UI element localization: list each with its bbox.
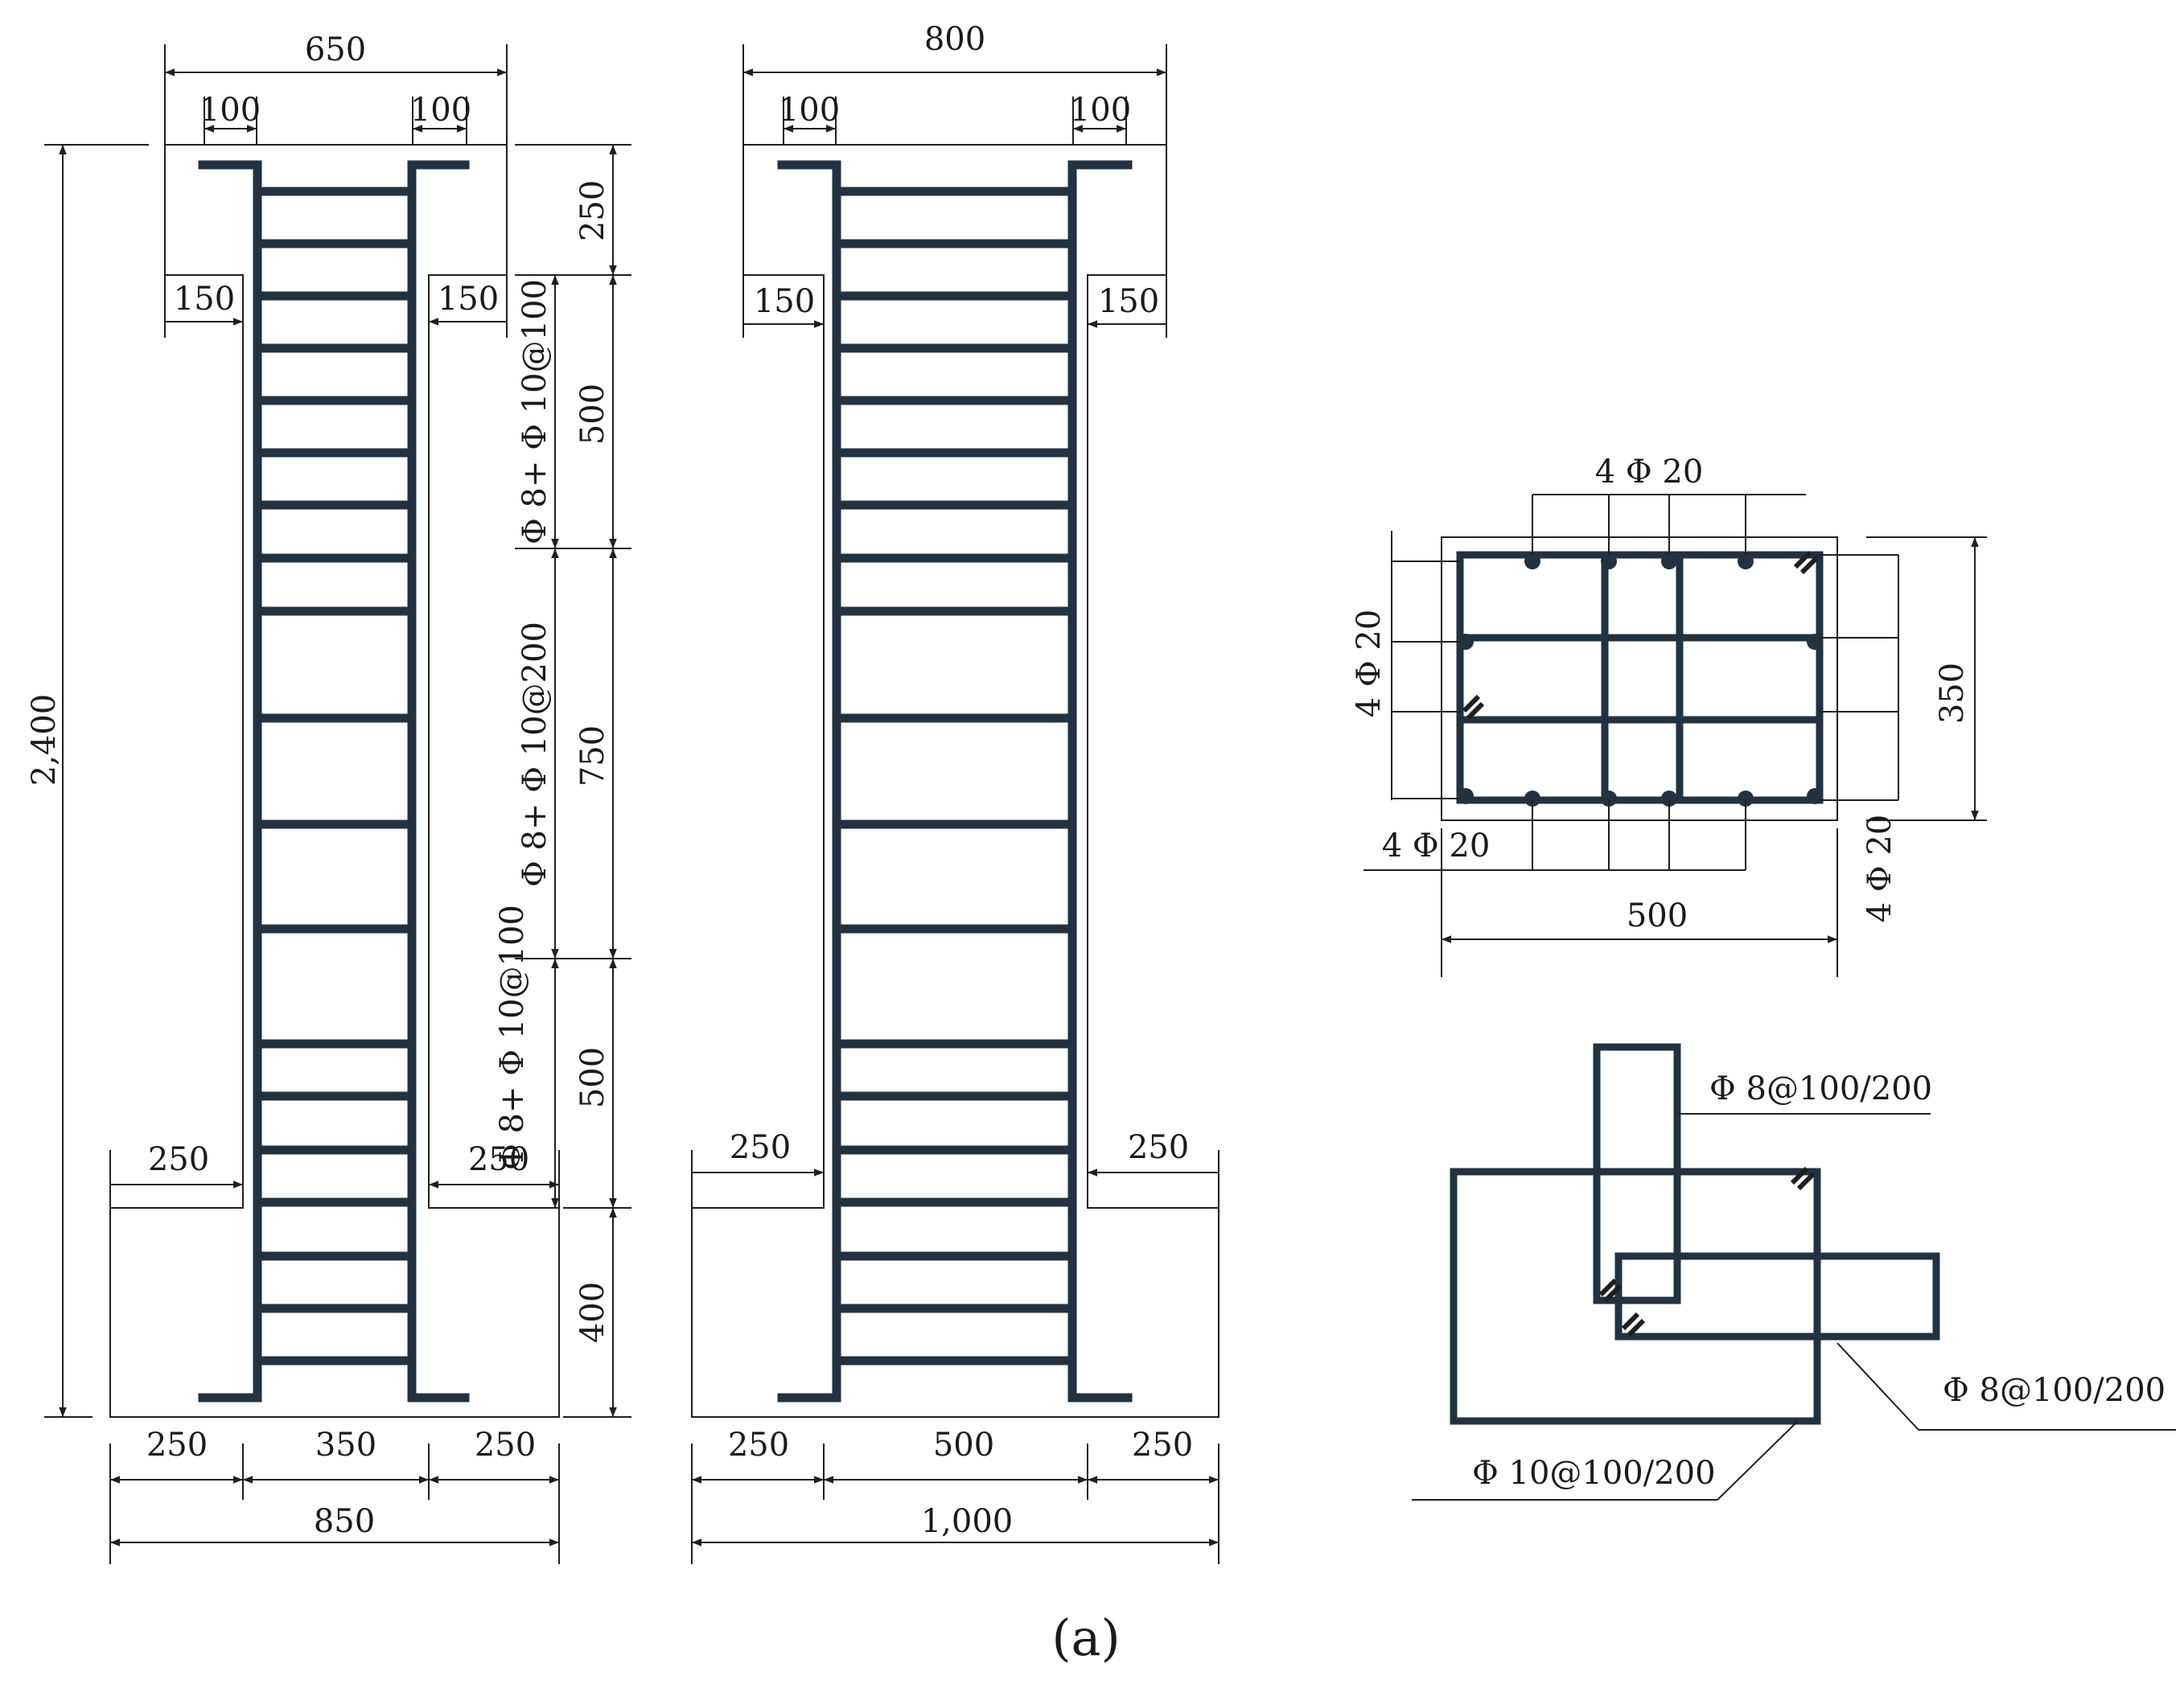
- section-bar-11: [1807, 788, 1823, 804]
- specimen-left-rebar-right: [407, 160, 470, 1403]
- specimen-right-rebar-left: [777, 160, 841, 1403]
- dim-cap-height: 250: [574, 180, 611, 241]
- dim-zone-mid-length: 750: [574, 725, 611, 787]
- section-bar-12: [1458, 788, 1474, 804]
- dim-top-width: 650: [305, 31, 366, 68]
- specimen-left-stirrups: [253, 187, 417, 1366]
- figure-label: (a): [1051, 1608, 1120, 1667]
- section-bar-10: [1807, 634, 1823, 650]
- specimen-left-dimensions: 650 100 100 150 150 2,400: [26, 31, 631, 1564]
- dim-zone-bot-length: 500: [574, 1047, 611, 1108]
- dim-cap-left-step: 150: [174, 281, 235, 318]
- label-horizontal-tie: Φ 8@100/200: [1943, 1372, 2165, 1409]
- section-outer-hoop: [1456, 551, 1824, 804]
- dim-top-right-offset: 100: [1070, 92, 1131, 129]
- stirrup-detail: Φ 8@100/200 Φ 8@100/200 Φ 10@100/200: [1412, 1043, 2176, 1501]
- section-bar-6: [1601, 791, 1617, 807]
- dim-section-height: 350: [1934, 663, 1971, 724]
- dim-bottom-total: 850: [314, 1503, 375, 1540]
- dim-bottom-total: 1,000: [921, 1503, 1014, 1540]
- section-hook-top-right: [1793, 550, 1819, 575]
- label-top-bars: 4 Φ 20: [1595, 454, 1704, 491]
- label-bottom-bars: 4 Φ 20: [1382, 828, 1491, 865]
- label-zone-mid-stirrups: Φ 8+ Φ 10@200: [516, 622, 553, 887]
- specimen-right-dimensions: 800 100 100 150 150 250 250: [691, 21, 1220, 1564]
- specimen-right-concrete-outline: [691, 144, 1220, 1418]
- specimen-left: 650 100 100 150 150 2,400: [26, 31, 631, 1564]
- section-concrete-outline: [1441, 536, 1838, 821]
- section-bar-2: [1601, 553, 1617, 569]
- section-bar-4: [1738, 553, 1754, 569]
- label-vertical-tie: Φ 8@100/200: [1709, 1070, 1932, 1107]
- dim-bottom-right: 250: [475, 1427, 536, 1464]
- specimen-left-concrete-outline: [109, 144, 560, 1418]
- cross-section: 4 Φ 20 4 Φ 20 4 Φ 20 4 Φ 20: [1351, 454, 1987, 977]
- dim-zone-top-length: 500: [574, 384, 611, 445]
- dim-cap-left-step: 150: [754, 283, 815, 320]
- dim-bottom-left: 250: [146, 1427, 208, 1464]
- dim-top-left-offset: 100: [199, 92, 261, 129]
- dim-top-left-offset: 100: [779, 92, 840, 129]
- section-bar-8: [1738, 791, 1754, 807]
- label-outer-hoop: Φ 10@100/200: [1472, 1455, 1716, 1492]
- section-bar-3: [1661, 553, 1677, 569]
- dim-cap-right-step: 150: [438, 281, 499, 318]
- section-longitudinal-bars: [1458, 553, 1823, 807]
- section-hook-left: [1462, 694, 1485, 721]
- dim-total-height: 2,400: [26, 694, 63, 787]
- dim-base-left-step: 250: [730, 1129, 791, 1166]
- dim-base-right-step: 250: [468, 1141, 529, 1178]
- detail-horizontal-tie: [1614, 1252, 1940, 1341]
- section-bar-1: [1524, 553, 1540, 569]
- label-zone-bot-stirrups: Φ 8+ Φ 10@100: [494, 905, 531, 1170]
- dim-cap-right-step: 150: [1098, 283, 1159, 320]
- dim-top-width: 800: [924, 21, 985, 58]
- specimen-left-rebar-left: [198, 160, 262, 1403]
- section-bar-7: [1661, 791, 1677, 807]
- specimen-right-stirrups: [832, 187, 1077, 1366]
- dim-section-width: 500: [1627, 897, 1688, 934]
- stirrup-detail-labels: Φ 8@100/200 Φ 8@100/200 Φ 10@100/200: [1412, 1070, 2176, 1501]
- detail-outer-hoop: [1450, 1168, 1821, 1425]
- detail-hook-horizontal: [1621, 1312, 1646, 1337]
- section-bar-9: [1458, 634, 1474, 650]
- label-zone-top-stirrups: Φ 8+ Φ 10@100: [516, 279, 553, 544]
- detail-hook-outer: [1790, 1166, 1816, 1191]
- dim-base-left-step: 250: [148, 1141, 209, 1178]
- detail-vertical-tie: [1593, 1043, 1681, 1304]
- label-right-bars: 4 Φ 20: [1861, 815, 1898, 923]
- section-bar-5: [1524, 791, 1540, 807]
- dim-base-right-step: 250: [1128, 1129, 1189, 1166]
- dim-bottom-left: 250: [728, 1427, 789, 1464]
- specimen-right-rebar-right: [1067, 160, 1133, 1403]
- label-left-bars: 4 Φ 20: [1351, 610, 1388, 718]
- dim-bottom-right: 250: [1132, 1427, 1193, 1464]
- detail-hook-vertical: [1598, 1278, 1623, 1303]
- dim-bottom-mid: 500: [933, 1427, 994, 1464]
- dim-top-right-offset: 100: [410, 92, 471, 129]
- dim-bottom-mid: 350: [315, 1427, 376, 1464]
- dim-base-height: 400: [574, 1282, 611, 1343]
- specimen-right: 800 100 100 150 150 250 250: [691, 21, 1220, 1564]
- section-dimensions: 4 Φ 20 4 Φ 20 4 Φ 20 4 Φ 20: [1351, 454, 1987, 977]
